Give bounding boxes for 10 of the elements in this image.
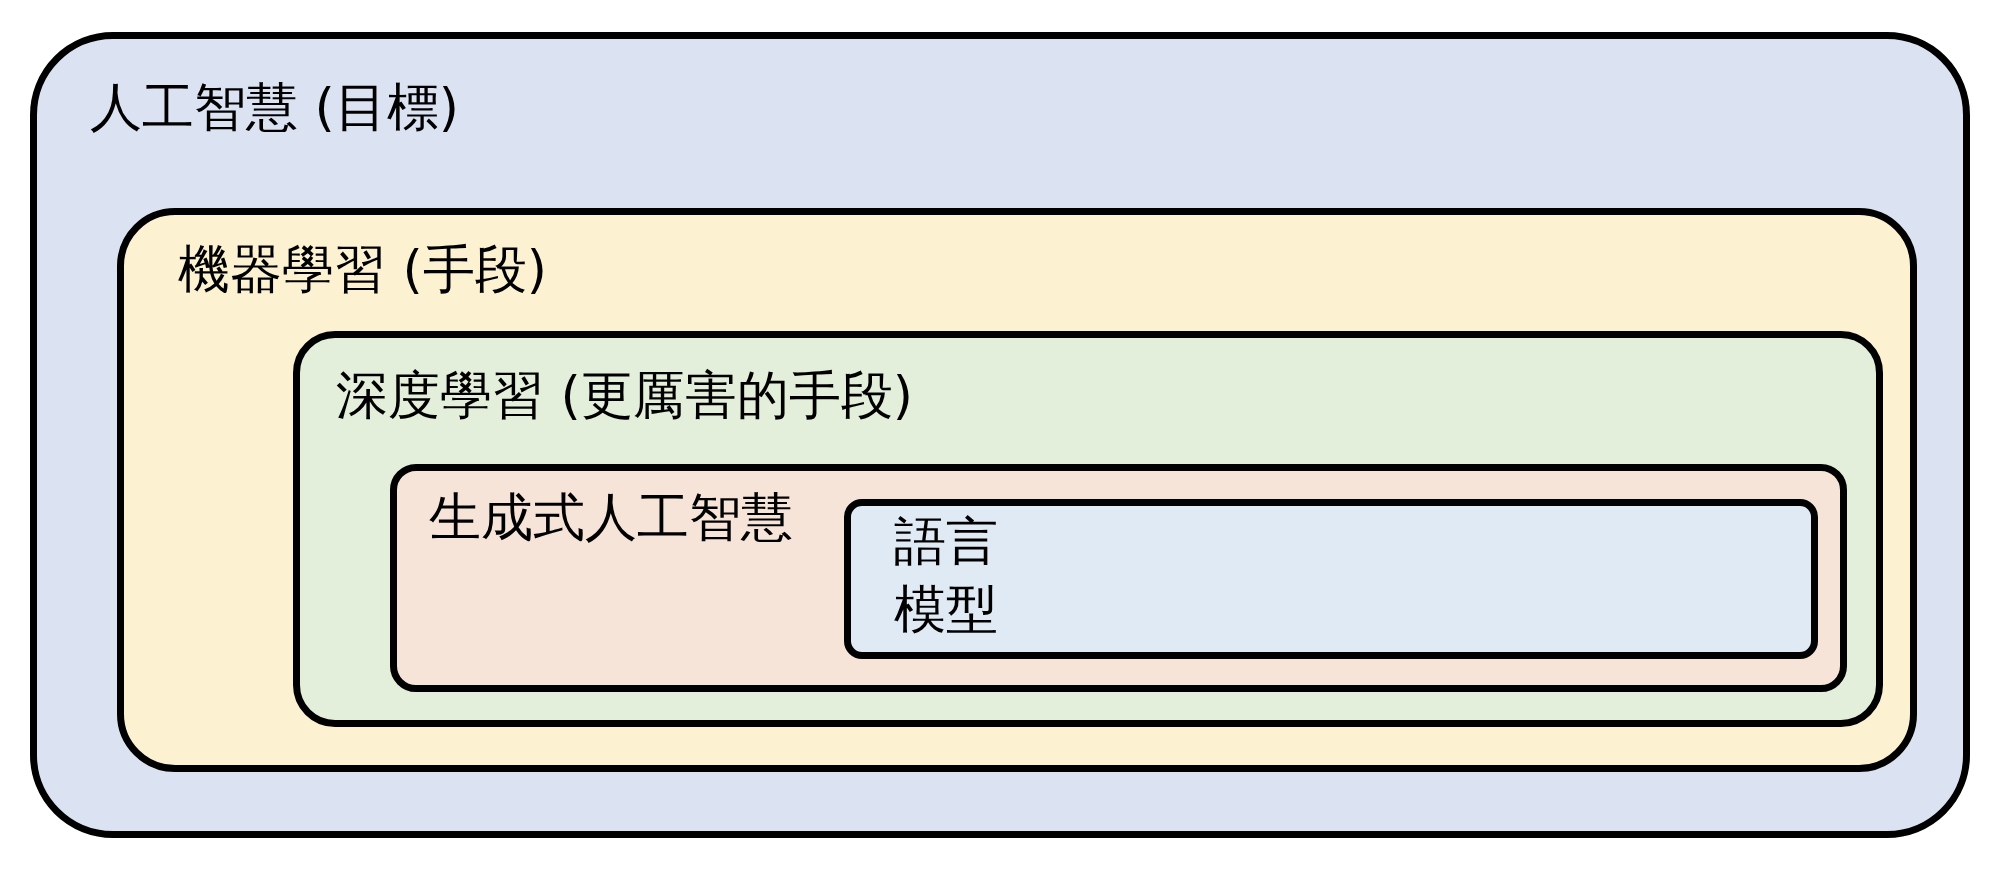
- category-box: [30, 32, 1970, 838]
- box-title: 機器學習 (手段): [178, 238, 548, 301]
- category-box: [844, 499, 1818, 659]
- category-box: [390, 464, 1847, 692]
- box-title: 深度學習 (更厲害的手段): [336, 364, 914, 427]
- box-title: 人工智慧 (目標): [90, 76, 460, 139]
- category-box: [293, 331, 1883, 727]
- box-title: 語言模型: [894, 510, 999, 641]
- category-box: [117, 208, 1917, 772]
- box-title: 生成式人工智慧: [429, 486, 793, 549]
